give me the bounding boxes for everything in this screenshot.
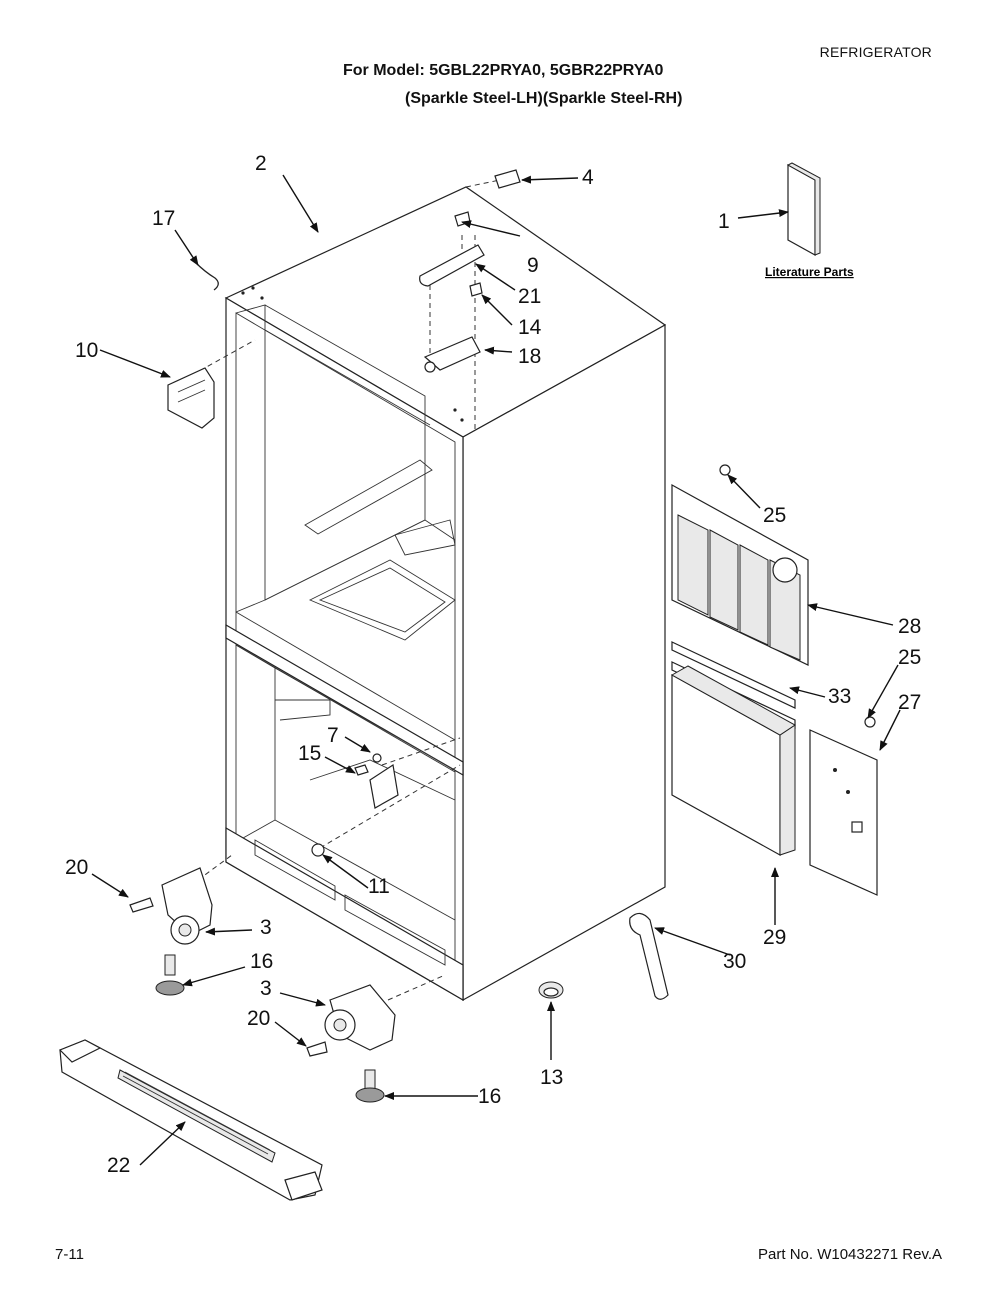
part-number: Part No. W10432271 Rev.A	[758, 1246, 942, 1263]
callout-15: 15	[298, 742, 321, 765]
callout-16a: 16	[250, 950, 273, 973]
access-cover-part-27	[809, 729, 878, 896]
plug-part-13	[538, 981, 564, 999]
top-cover-part-4	[494, 169, 521, 189]
caster-left	[129, 867, 213, 996]
callout-33: 33	[828, 685, 851, 708]
category-label: REFRIGERATOR	[819, 44, 932, 60]
condenser-panel-part-28	[671, 464, 876, 728]
page-number: 7-11	[55, 1246, 84, 1263]
callout-10: 10	[75, 339, 98, 362]
callout-20a: 20	[65, 856, 88, 879]
callout-25a: 25	[763, 504, 786, 527]
callout-9: 9	[527, 254, 539, 277]
callout-27: 27	[898, 691, 921, 714]
callout-11: 11	[368, 875, 390, 898]
control-box-part-10	[167, 367, 215, 429]
caster-right	[306, 984, 396, 1103]
insulation-block-part-29	[670, 665, 796, 857]
callout-2: 2	[255, 152, 267, 175]
callout-13: 13	[540, 1066, 563, 1089]
screw-part-11	[311, 843, 325, 857]
callout-14: 14	[518, 316, 542, 339]
wire-clip-part-17	[194, 261, 219, 291]
callout-29: 29	[763, 926, 786, 949]
model-variant: (Sparkle Steel-LH)(Sparkle Steel-RH)	[405, 90, 683, 107]
callout-16b: 16	[478, 1085, 501, 1108]
callout-30: 30	[723, 950, 746, 973]
callout-3b: 3	[260, 977, 272, 1000]
callout-1: 1	[718, 210, 730, 233]
callout-22: 22	[107, 1154, 130, 1177]
callout-25b: 25	[898, 646, 921, 669]
bracket-part-15	[354, 753, 399, 809]
refrigerator-cabinet	[224, 186, 667, 1002]
callout-28: 28	[898, 615, 921, 638]
literature-book-icon	[786, 162, 821, 257]
callout-7: 7	[327, 724, 339, 747]
model-title: For Model: 5GBL22PRYA0, 5GBR22PRYA0	[343, 62, 664, 79]
literature-parts-label: Literature Parts	[765, 265, 854, 279]
hinge-parts-top	[419, 211, 485, 373]
wrench-part-30	[629, 912, 669, 1000]
callout-21: 21	[518, 285, 541, 308]
callout-17: 17	[152, 207, 175, 230]
callout-18: 18	[518, 345, 541, 368]
base-grille-part-22	[58, 1039, 323, 1201]
callout-4: 4	[582, 166, 594, 189]
callout-3a: 3	[260, 916, 272, 939]
callout-arrows	[91, 174, 901, 1166]
callout-20b: 20	[247, 1007, 270, 1030]
